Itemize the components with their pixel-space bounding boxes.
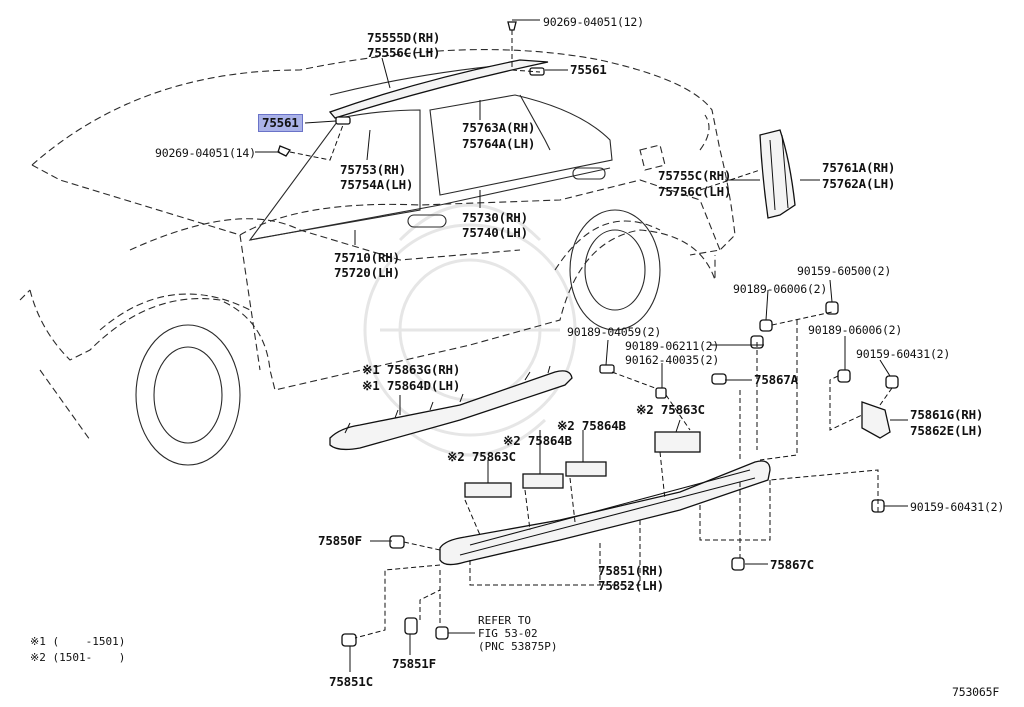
refer-line-3: (PNC 53875P) [478,640,558,653]
callout-75863c-right: ※2 75863C [636,402,705,417]
callout-90162-40035-2: 90162-40035(2) [625,353,720,367]
callout-75867a: 75867A [754,372,798,387]
callout-75720-lh: 75720(LH) [334,265,400,280]
callout-75761a-rh: 75761A(RH) [822,160,896,175]
callout-75851c: 75851C [329,674,373,689]
callout-75863g-rh: ※1 75863G(RH) [362,362,461,377]
callout-75755c-rh: 75755C(RH) [658,168,732,183]
callout-75730-rh: 75730(RH) [462,210,528,225]
callout-75861g-rh: 75861G(RH) [910,407,984,422]
figure-id: 753065F [952,685,1000,699]
callout-90189-06211-2: 90189-06211(2) [625,339,720,353]
callout-75862e-lh: 75862E(LH) [910,423,984,438]
refer-line-1: REFER TO [478,614,531,627]
refer-line-2: FIG 53-02 [478,627,538,640]
callout-90189-06006-2-b: 90189-06006(2) [808,323,903,337]
fastener-parts [277,21,899,647]
callout-75753-rh: 75753(RH) [340,162,406,177]
callout-75864b-upper: ※2 75864B [557,418,626,433]
callout-90159-60431-2-b: 90159-60431(2) [910,500,1005,514]
rear-quarter-garnish-part [759,129,796,219]
upper-rocker-molding-part [329,365,573,451]
callout-75850f: 75850F [318,533,362,548]
footnote-2: ※2 (1501- ) [30,651,126,664]
callout-75756c-lh: 75756C(LH) [658,184,732,199]
callout-75762a-lh: 75762A(LH) [822,176,896,191]
callout-90159-60431-2-a: 90159-60431(2) [856,347,951,361]
callout-75763a-rh: 75763A(RH) [462,120,536,135]
rocker-panel-part [439,460,771,566]
callout-75710-rh: 75710(RH) [334,250,400,265]
assembly-dashed-lines [289,30,893,639]
callout-75556c-lh: 75556C(LH) [367,45,441,60]
callout-75555d-rh: 75555D(RH) [367,30,441,45]
watermark-emblem [363,203,577,457]
roof-molding-part [328,59,549,119]
callout-90189-04059-2: 90189-04059(2) [567,325,662,339]
callout-75754a-lh: 75754A(LH) [340,177,414,192]
callout-75764a-lh: 75764A(LH) [462,136,536,151]
callout-75851f: 75851F [392,656,436,671]
callout-75851-rh: 75851(RH) [598,563,664,578]
callout-75864b-lower: ※2 75864B [503,433,572,448]
callout-90189-06006-2-a: 90189-06006(2) [733,282,828,296]
callout-75852-lh: 75852(LH) [598,578,664,593]
callout-75561-top: 75561 [570,62,607,77]
callout-75864d-lh: ※1 75864D(LH) [362,378,461,393]
pad-parts [464,431,701,498]
callout-75867c: 75867C [770,557,814,572]
callout-90269-04051-12: 90269-04051(12) [543,15,644,29]
callout-90159-60500-2: 90159-60500(2) [797,264,892,278]
callout-90269-04051-14: 90269-04051(14) [155,146,256,160]
callout-75740-lh: 75740(LH) [462,225,528,240]
callout-75863c-left: ※2 75863C [447,449,516,464]
footnote-1: ※1 ( -1501) [30,635,126,648]
callout-75561-highlighted: 75561 [258,114,303,132]
bracket-part [861,401,891,439]
leader-lines [255,19,908,672]
car-body-outline [19,49,736,466]
